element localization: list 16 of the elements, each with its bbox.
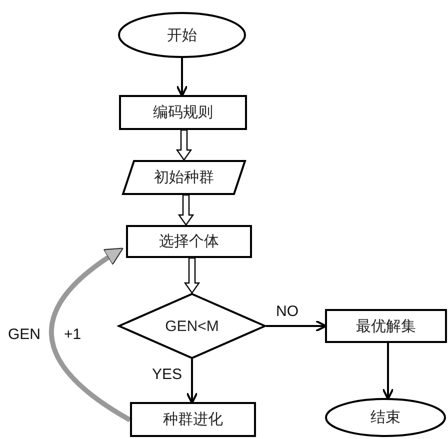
node-text: GEN<M bbox=[165, 318, 219, 334]
arrow bbox=[49, 248, 132, 422]
arrow bbox=[178, 194, 194, 226]
arrow bbox=[176, 129, 192, 162]
arrow bbox=[176, 58, 188, 97]
node-text: 开始 bbox=[167, 26, 197, 44]
node-text: 选择个体 bbox=[159, 232, 219, 251]
node-text: 初始种群 bbox=[154, 168, 214, 187]
node-text: 结束 bbox=[370, 408, 400, 427]
arrow bbox=[382, 343, 394, 400]
node-text: 种群进化 bbox=[163, 410, 223, 429]
arrow bbox=[184, 257, 200, 294]
arrow bbox=[266, 320, 327, 332]
node-text: 最优解集 bbox=[356, 316, 416, 336]
node-text: 编码规则 bbox=[153, 103, 213, 122]
arrow bbox=[186, 359, 198, 404]
